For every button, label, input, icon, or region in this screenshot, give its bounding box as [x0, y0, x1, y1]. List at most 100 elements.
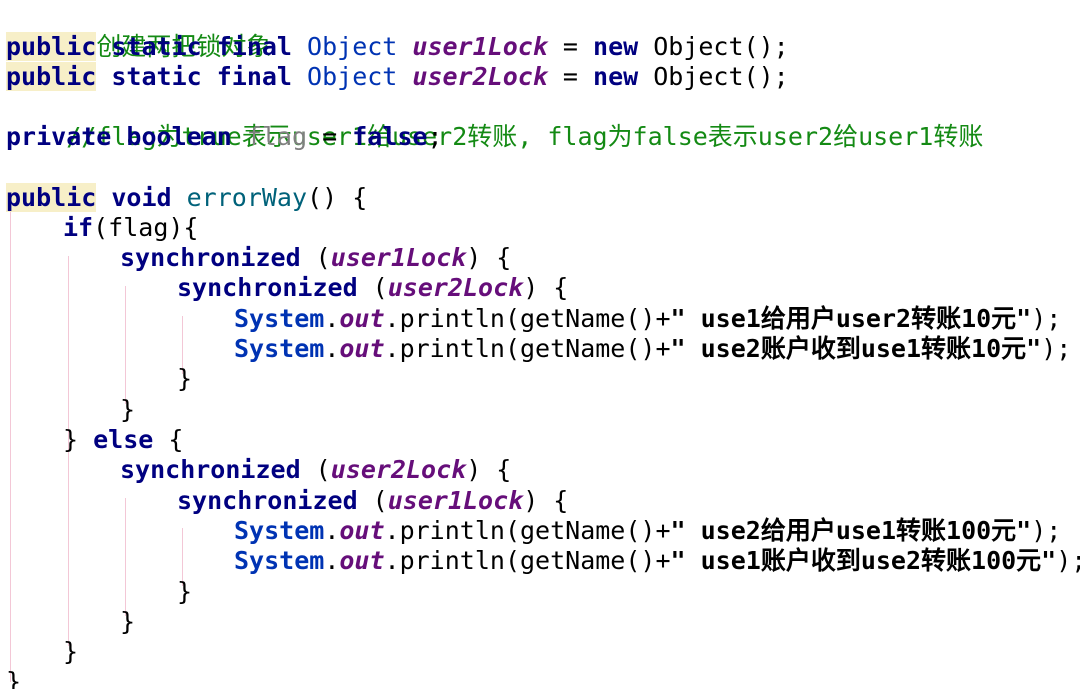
- closing-brace: }: [177, 577, 193, 606]
- field-flag: flag: [231, 122, 308, 151]
- system-class: System: [234, 334, 325, 363]
- code-line-8[interactable]: if(flag){: [63, 213, 198, 243]
- keyword-if: if: [63, 213, 94, 242]
- code-line-23[interactable]: }: [6, 667, 21, 689]
- code-line-2[interactable]: public static final Object user1Lock = n…: [6, 32, 789, 62]
- code-line-17[interactable]: synchronized (user1Lock) {: [177, 486, 568, 516]
- method-name: errorWay: [171, 183, 308, 212]
- field-user1lock: user1Lock: [397, 32, 548, 61]
- code-line-3[interactable]: public static final Object user2Lock = n…: [6, 62, 789, 92]
- indent-guide: [10, 212, 11, 682]
- keyword-synchronized: synchronized: [177, 273, 358, 302]
- keyword-synchronized: synchronized: [177, 486, 358, 515]
- keyword-final: final: [201, 32, 292, 61]
- constructor-call: Object();: [638, 62, 789, 91]
- out-field: out: [339, 516, 385, 545]
- operator: =: [547, 62, 594, 91]
- if-condition: (flag){: [93, 213, 199, 242]
- code-line-14[interactable]: }: [120, 395, 135, 425]
- dot: .: [324, 516, 340, 545]
- keyword-public: public: [6, 62, 97, 91]
- keyword-private: private: [6, 122, 112, 151]
- code-line-4[interactable]: //flag为true表示user1给user2转账, flag为false表示…: [6, 92, 983, 151]
- out-field: out: [339, 334, 385, 363]
- statement-end: );: [1041, 334, 1072, 363]
- println-call: .println(getName()+: [384, 304, 671, 333]
- string-literal: " use2给用户use1转账100元": [670, 516, 1032, 545]
- paren-open: (: [357, 273, 388, 302]
- code-line-20[interactable]: }: [177, 577, 192, 607]
- code-line-19[interactable]: System.out.println(getName()+" use1账户收到u…: [234, 546, 1080, 576]
- lock-reference: user1Lock: [387, 486, 524, 515]
- closing-brace: }: [6, 667, 22, 689]
- paren-close: ) {: [466, 243, 512, 272]
- system-class: System: [234, 304, 325, 333]
- code-line-16[interactable]: synchronized (user2Lock) {: [120, 455, 511, 485]
- code-line-9[interactable]: synchronized (user1Lock) {: [120, 243, 511, 273]
- keyword-else: else: [93, 425, 154, 454]
- statement-end: );: [1031, 516, 1062, 545]
- lock-reference: user2Lock: [330, 455, 467, 484]
- dot: .: [324, 334, 340, 363]
- paren-close: ) {: [523, 486, 569, 515]
- comment: //flag为true表示user1给user2转账, flag为false表示…: [66, 122, 984, 151]
- code-line-10[interactable]: synchronized (user2Lock) {: [177, 273, 568, 303]
- closing-brace: }: [63, 637, 79, 666]
- keyword-static: static: [96, 62, 202, 91]
- keyword-new: new: [593, 62, 639, 91]
- string-literal: " use1账户收到use2转账100元": [670, 546, 1057, 575]
- paren-close: ) {: [523, 273, 569, 302]
- keyword-synchronized: synchronized: [120, 455, 301, 484]
- system-class: System: [234, 516, 325, 545]
- code-line-22[interactable]: }: [63, 637, 78, 667]
- code-line-21[interactable]: }: [120, 607, 135, 637]
- code-line-18[interactable]: System.out.println(getName()+" use2给用户us…: [234, 516, 1061, 546]
- statement-end: );: [1056, 546, 1080, 575]
- string-literal: " use2账户收到use1转账10元": [670, 334, 1042, 363]
- dot: .: [324, 304, 340, 333]
- keyword-new: new: [593, 32, 639, 61]
- code-line-13[interactable]: }: [177, 364, 192, 394]
- code-line-12[interactable]: System.out.println(getName()+" use2账户收到u…: [234, 334, 1071, 364]
- type-object: Object: [291, 62, 398, 91]
- closing-brace: }: [120, 607, 136, 636]
- code-line-11[interactable]: System.out.println(getName()+" use1给用户us…: [234, 304, 1061, 334]
- semicolon: ;: [427, 122, 443, 151]
- paren-close: ) {: [466, 455, 512, 484]
- println-call: .println(getName()+: [384, 546, 671, 575]
- keyword-false: false: [352, 122, 428, 151]
- println-call: .println(getName()+: [384, 516, 671, 545]
- method-params: () {: [307, 183, 368, 212]
- closing-brace: }: [63, 425, 94, 454]
- type-object: Object: [291, 32, 398, 61]
- indent-guide: [68, 256, 69, 646]
- keyword-static: static: [96, 32, 202, 61]
- comment: //创建两把锁对象: [66, 32, 272, 61]
- indent-guide: [125, 498, 126, 616]
- indent-guide: [182, 528, 183, 586]
- paren-open: (: [300, 455, 331, 484]
- out-field: out: [339, 304, 385, 333]
- code-line-15[interactable]: } else {: [63, 425, 183, 455]
- operator: =: [307, 122, 353, 151]
- code-line-7[interactable]: public void errorWay() {: [6, 183, 367, 213]
- code-line-5[interactable]: private boolean flag = false;: [6, 122, 443, 152]
- keyword-boolean: boolean: [111, 122, 232, 151]
- keyword-synchronized: synchronized: [120, 243, 301, 272]
- indent-guide: [182, 316, 183, 374]
- code-line-1[interactable]: //创建两把锁对象: [6, 2, 271, 61]
- keyword-void: void: [96, 183, 172, 212]
- lock-reference: user2Lock: [387, 273, 524, 302]
- constructor-call: Object();: [638, 32, 789, 61]
- field-user2lock: user2Lock: [397, 62, 548, 91]
- keyword-public: public: [6, 32, 97, 61]
- indent-guide: [125, 286, 126, 404]
- statement-end: );: [1031, 304, 1062, 333]
- out-field: out: [339, 546, 385, 575]
- operator: =: [547, 32, 594, 61]
- dot: .: [324, 546, 340, 575]
- paren-open: (: [357, 486, 388, 515]
- closing-brace: }: [120, 395, 136, 424]
- opening-brace: {: [153, 425, 184, 454]
